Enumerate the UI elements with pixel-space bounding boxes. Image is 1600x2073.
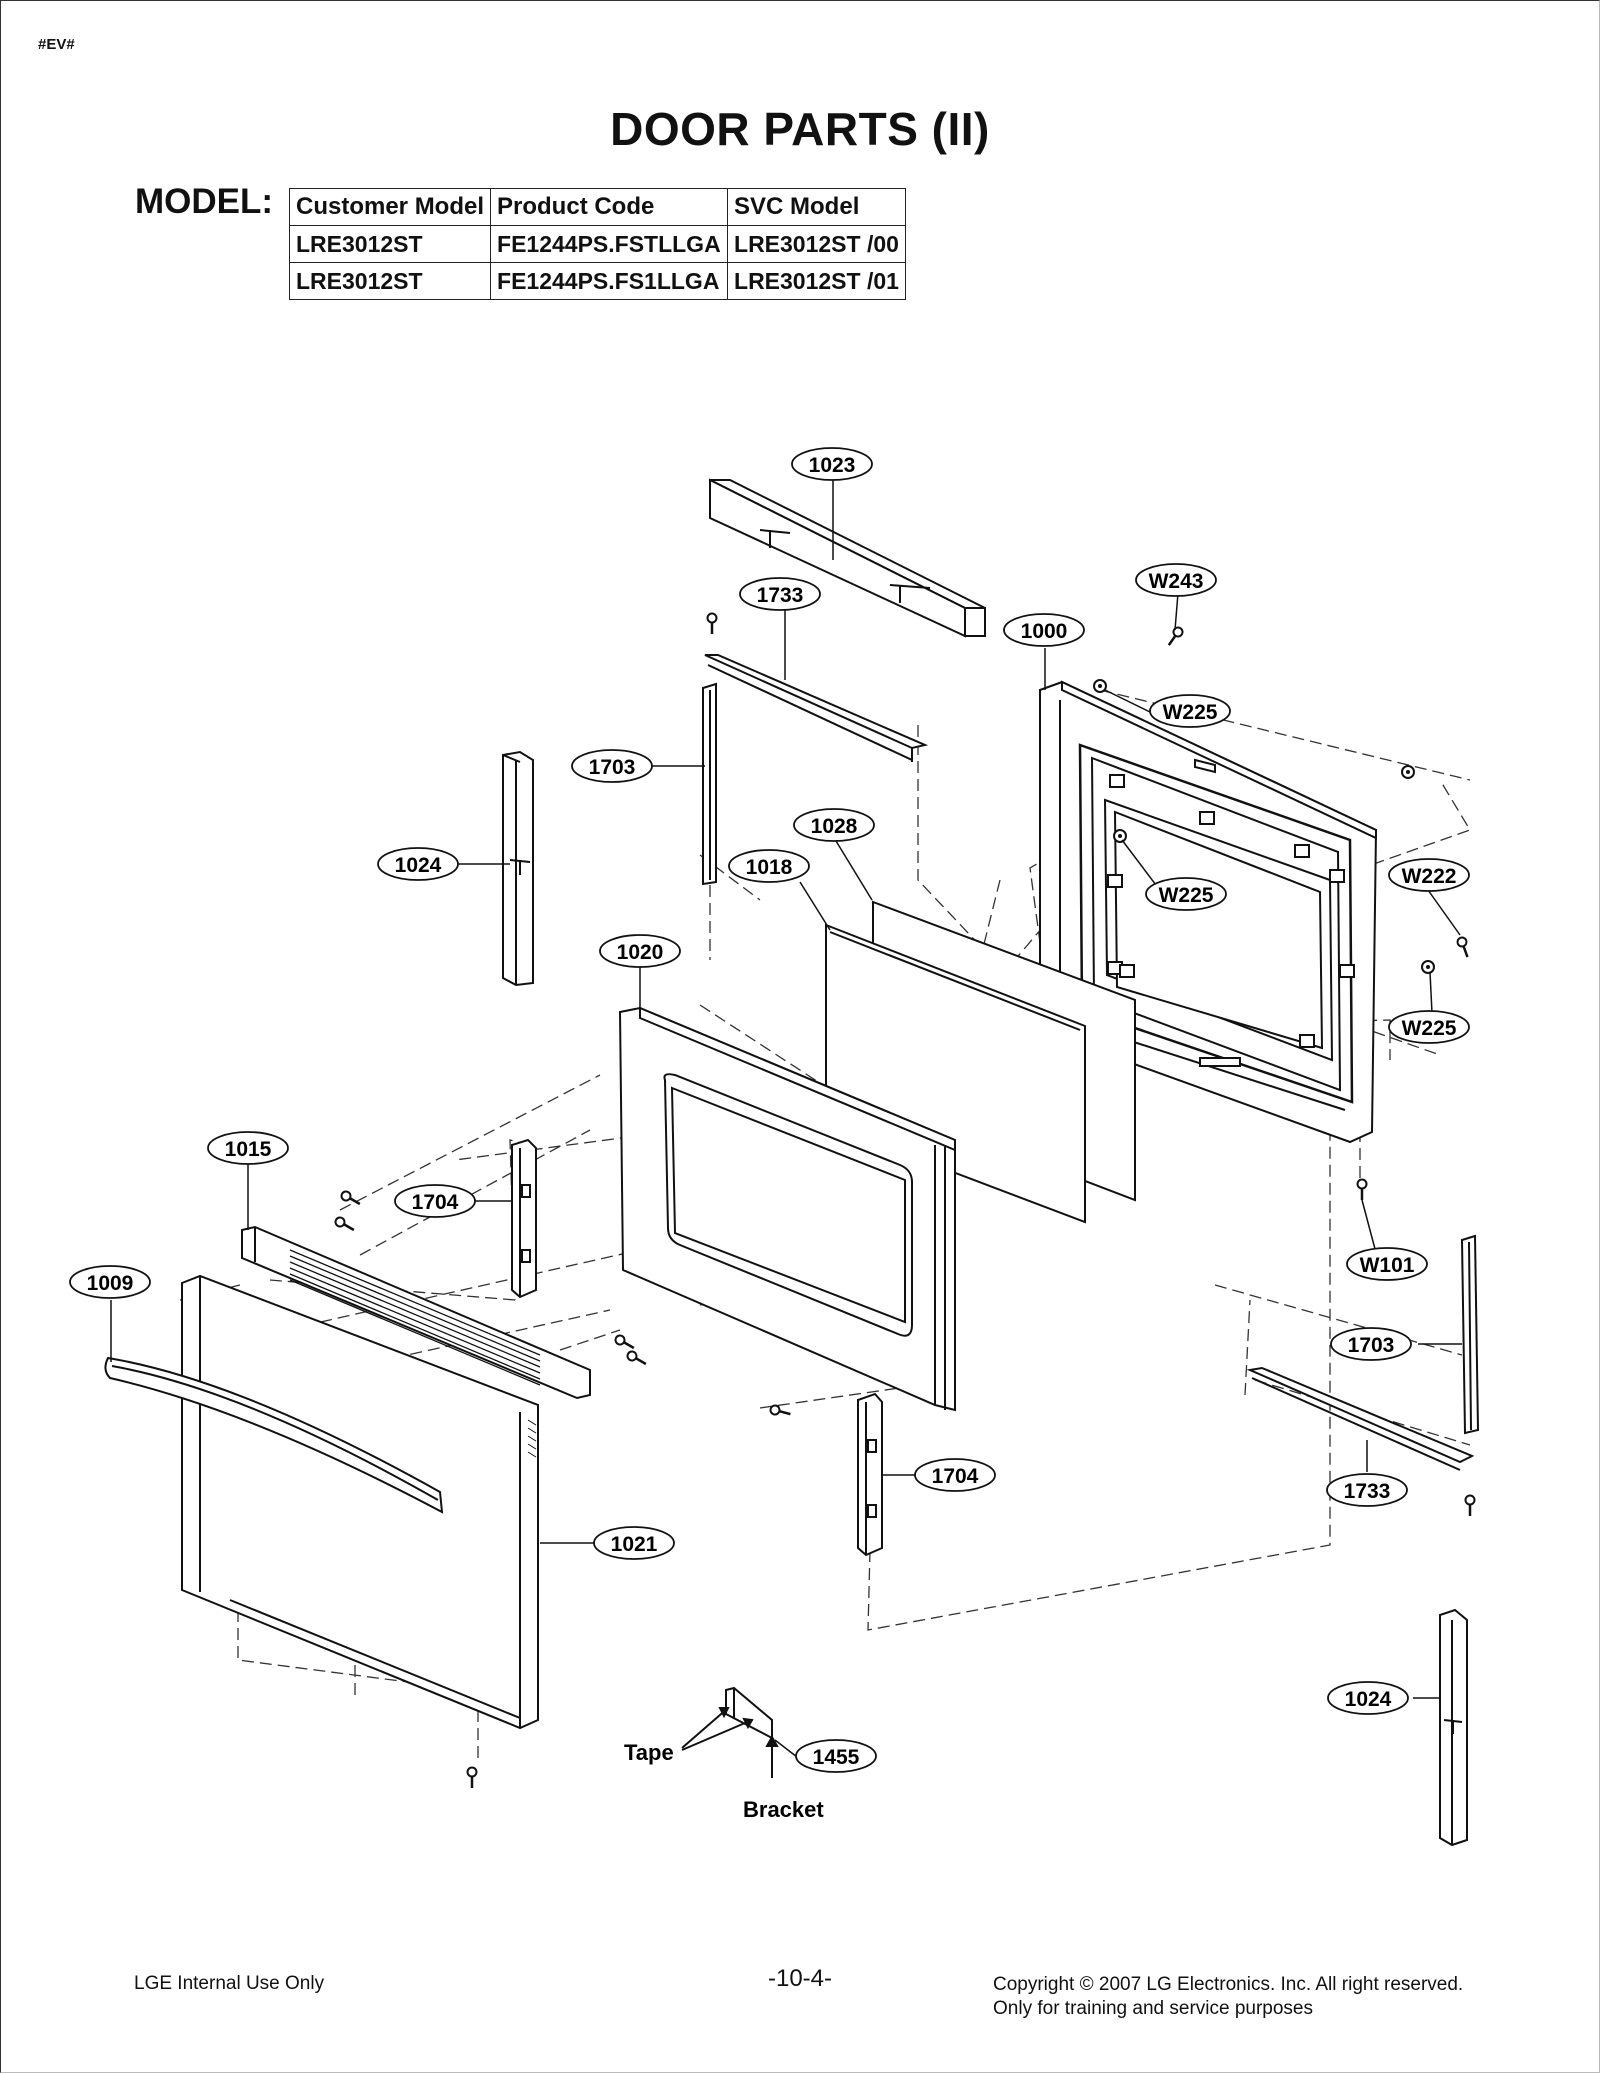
- callout-1024-right: 1024: [1327, 1681, 1409, 1715]
- table-cell: LRE3012ST: [288, 225, 492, 263]
- model-label: MODEL:: [135, 182, 274, 221]
- part-1703-side-guide-left: [702, 682, 717, 886]
- callout-1733-bot: 1733: [1326, 1473, 1408, 1507]
- callout-1703-top-label: 1703: [589, 756, 636, 779]
- table-cell: LRE3012ST /01: [727, 262, 906, 300]
- callout-W222: W222: [1388, 858, 1470, 892]
- callout-1023: 1023: [791, 447, 873, 481]
- callout-1020-label: 1020: [617, 941, 664, 964]
- callout-1028: 1028: [793, 808, 875, 842]
- leader-lines: [110, 478, 1462, 1758]
- model-table: Customer Model Product Code SVC Model LR…: [288, 188, 906, 300]
- part-1455-bracket: [725, 1686, 773, 1740]
- page-title: DOOR PARTS (II): [610, 103, 990, 155]
- column-header-product-code: Product Code: [490, 188, 729, 226]
- callout-W225-top: W225: [1149, 694, 1231, 728]
- callout-W225-mid: W225: [1145, 877, 1227, 911]
- callout-1703-right: 1703: [1330, 1327, 1412, 1361]
- callout-1704-right-label: 1704: [932, 1465, 979, 1488]
- callout-1000: 1000: [1003, 613, 1085, 647]
- callout-1015: 1015: [207, 1131, 289, 1165]
- callout-1455-label: 1455: [813, 1746, 860, 1769]
- callout-1020: 1020: [599, 934, 681, 968]
- callout-W101: W101: [1346, 1247, 1428, 1281]
- callout-1023-label: 1023: [809, 454, 856, 477]
- callout-1704-left: 1704: [394, 1184, 476, 1218]
- callout-1733-top: 1733: [739, 577, 821, 611]
- callout-W243-label: W243: [1149, 570, 1204, 593]
- bracket-note: Bracket: [743, 1797, 824, 1822]
- table-cell: LRE3012ST: [288, 262, 492, 300]
- callout-W243: W243: [1135, 563, 1217, 597]
- column-header-customer-model: Customer Model: [288, 188, 492, 226]
- part-1015-vent-trim: [241, 1225, 591, 1400]
- table-cell: FE1244PS.FS1LLGA: [490, 262, 729, 300]
- corner-tag: #EV#: [38, 36, 75, 53]
- callout-1704-right: 1704: [914, 1458, 996, 1492]
- part-1020-door-liner: [618, 1006, 956, 1412]
- callout-1015-label: 1015: [225, 1138, 272, 1161]
- callout-1018: 1018: [728, 849, 810, 883]
- training-notice-line: Only for training and service purposes: [993, 1998, 1313, 2019]
- part-1009-door-handle: [104, 1356, 444, 1514]
- footer-internal-use: LGE Internal Use Only: [134, 1973, 325, 1994]
- part-1024-side-trim-right: [1439, 1608, 1468, 1847]
- callout-1733-top-label: 1733: [757, 584, 804, 607]
- callout-1733-bot-label: 1733: [1344, 1480, 1391, 1503]
- callout-1009-label: 1009: [87, 1272, 134, 1295]
- callout-1703-top: 1703: [571, 749, 653, 783]
- table-cell: LRE3012ST /00: [727, 225, 906, 263]
- tape-note: Tape: [624, 1740, 674, 1765]
- model-table-header-row: Customer Model Product Code SVC Model: [288, 188, 906, 226]
- callout-W101-label: W101: [1360, 1254, 1415, 1277]
- callout-1455: 1455: [795, 1739, 877, 1773]
- callout-1028-label: 1028: [811, 815, 858, 838]
- part-1024-side-trim-left: [502, 750, 534, 987]
- table-row: LRE3012ST FE1244PS.FS1LLGA LRE3012ST /01: [288, 262, 906, 300]
- callout-1024-right-label: 1024: [1345, 1688, 1392, 1711]
- callout-W222-label: W222: [1402, 865, 1457, 888]
- part-1000-inner-door-frame: [1039, 680, 1378, 1144]
- tape-pointer-arrows: [681, 1707, 779, 1778]
- part-1733-top-rail: [704, 654, 929, 762]
- callout-1009: 1009: [69, 1265, 151, 1299]
- page-number: -10-4-: [767, 1965, 833, 1992]
- table-row: LRE3012ST FE1244PS.FSTLLGA LRE3012ST /00: [288, 225, 906, 263]
- callout-W225-top-label: W225: [1163, 701, 1218, 724]
- callout-1024-left: 1024: [377, 847, 459, 881]
- part-1703-side-guide-right: [1460, 1234, 1480, 1435]
- part-1733-bottom-rail: [1246, 1366, 1475, 1471]
- copyright-line: Copyright © 2007 LG Electronics. Inc. Al…: [993, 1974, 1464, 1995]
- callout-W225-bot-label: W225: [1402, 1017, 1457, 1040]
- footer-copyright: Copyright © 2007 LG Electronics. Inc. Al…: [993, 1973, 1463, 2021]
- callout-1018-label: 1018: [746, 856, 793, 879]
- callout-1704-left-label: 1704: [412, 1191, 459, 1214]
- callout-1000-label: 1000: [1021, 620, 1068, 643]
- callout-1021: 1021: [593, 1526, 675, 1560]
- part-1704-hinge-right: [857, 1392, 883, 1557]
- callout-1024-left-label: 1024: [395, 854, 442, 877]
- callout-1703-right-label: 1703: [1348, 1334, 1395, 1357]
- callout-1021-label: 1021: [611, 1533, 658, 1556]
- screws-and-washers: [332, 624, 1476, 1790]
- callout-W225-bot: W225: [1388, 1010, 1470, 1044]
- part-1021-outer-door-panel: [181, 1274, 539, 1730]
- part-1704-hinge-left: [511, 1138, 537, 1299]
- part-1023-top-trim-bar: [709, 478, 986, 638]
- callout-W225-mid-label: W225: [1159, 884, 1214, 907]
- table-cell: FE1244PS.FSTLLGA: [490, 225, 729, 263]
